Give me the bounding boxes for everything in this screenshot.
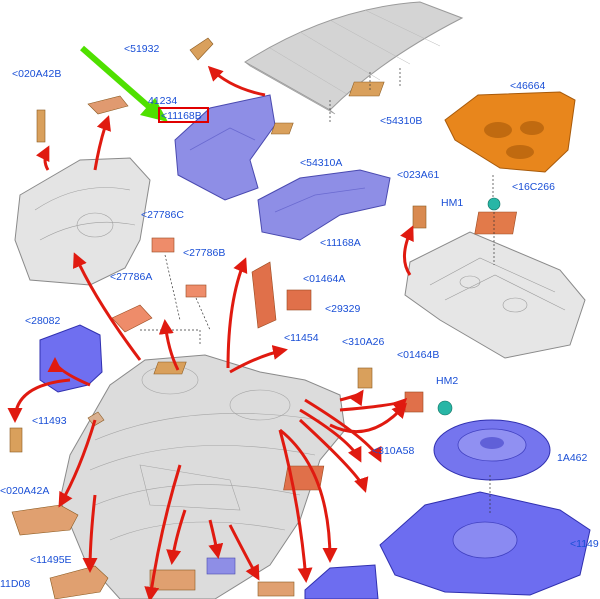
part-27786B xyxy=(185,284,207,298)
green-pointer-arrow xyxy=(80,45,168,122)
label-023A61: <023A61 xyxy=(397,169,439,181)
hm2-plug xyxy=(437,400,453,416)
hm1-plug xyxy=(487,197,501,211)
label-51932: <51932 xyxy=(124,43,159,55)
parcel-shelf-46664 xyxy=(444,91,576,173)
label-41234: 41234 xyxy=(148,95,177,107)
roof-panel xyxy=(244,1,464,115)
label-1149: <1149 xyxy=(570,538,599,550)
part-11495E xyxy=(11,504,79,536)
wheel-arch-28082 xyxy=(39,324,103,393)
part-16C266 xyxy=(474,211,517,235)
label-11D08: 11D08 xyxy=(0,578,30,590)
label-020A42A: <020A42A xyxy=(0,485,49,497)
label-27786B: <27786B xyxy=(183,247,225,259)
label-54310B: <54310B xyxy=(380,115,422,127)
part-54310A xyxy=(270,122,294,135)
part-020A42A xyxy=(9,427,23,453)
highlight-box xyxy=(158,107,209,123)
label-27786A: <27786A xyxy=(110,271,152,283)
label-hm1: HM1 xyxy=(441,197,463,209)
label-27786C: <27786C xyxy=(141,209,184,221)
rear-floor-1149 xyxy=(379,491,591,596)
label-46664: <46664 xyxy=(510,80,545,92)
part-020A42B xyxy=(36,109,46,143)
rear-frame-assembly xyxy=(404,231,586,359)
part-023A61 xyxy=(412,205,427,229)
part-floor-pad-a xyxy=(149,569,196,591)
part-01464A xyxy=(251,261,277,329)
label-11168B: <11168B xyxy=(161,110,202,122)
part-41234 xyxy=(87,95,129,115)
spare-wheel-tub-1A462 xyxy=(433,419,551,481)
label-01464B: <01464B xyxy=(397,349,439,361)
rear-floor-pan-11168A xyxy=(257,169,391,241)
part-11D08 xyxy=(49,565,109,599)
main-floor-pan xyxy=(59,354,346,599)
part-floor-pad-c xyxy=(257,581,295,597)
label-01464A: <01464A xyxy=(303,273,345,285)
label-1A462: 1A462 xyxy=(557,452,588,464)
label-29329: <29329 xyxy=(325,303,360,315)
label-310A26: <310A26 xyxy=(342,336,384,348)
small-parts xyxy=(9,37,517,599)
part-29329 xyxy=(286,289,312,311)
part-54310B xyxy=(348,81,385,97)
part-310A26 xyxy=(357,367,373,389)
part-11454 xyxy=(153,361,187,375)
label-11168A: <11168A xyxy=(320,237,361,249)
label-11454: <11454 xyxy=(284,332,319,344)
relation-arrows xyxy=(7,65,414,599)
part-11493 xyxy=(87,411,105,427)
part-labels: <51932 <54310B <54310A <46664 <020A42B 4… xyxy=(0,43,599,590)
part-27786A xyxy=(111,304,153,333)
label-11495E: <11495E xyxy=(30,554,72,566)
label-020A42B: <020A42B xyxy=(12,68,61,80)
part-floor-pad-b xyxy=(206,557,236,575)
label-310A58: <310A58 xyxy=(372,445,414,457)
part-27786C xyxy=(151,237,175,253)
label-54310A: <54310A xyxy=(300,157,342,169)
label-16C266: <16C266 xyxy=(512,181,555,193)
part-51932 xyxy=(189,37,214,61)
label-11493: <11493 xyxy=(32,415,67,427)
left-wheelhouse xyxy=(14,157,151,286)
label-hm2: HM2 xyxy=(436,375,458,387)
part-01464B xyxy=(404,391,424,413)
floor-crossmember-blue xyxy=(304,564,379,599)
label-28082: <28082 xyxy=(25,315,60,327)
